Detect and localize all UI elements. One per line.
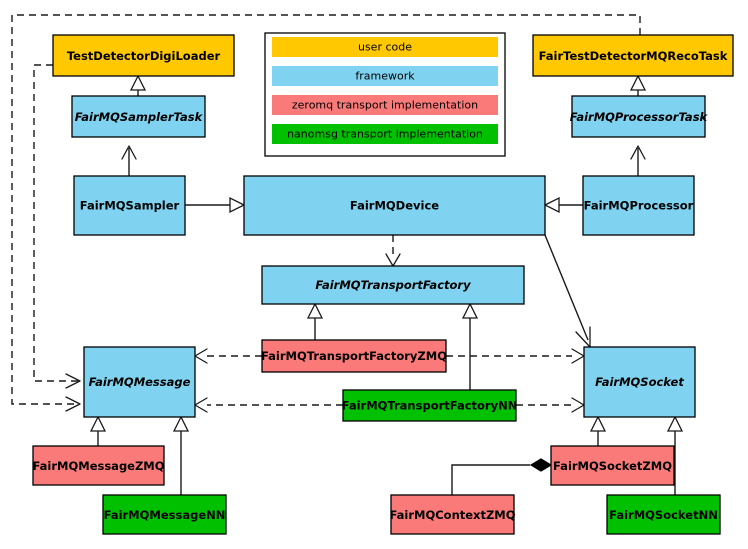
node-fairmqsamplertask[interactable]: FairMQSamplerTask	[71, 95, 206, 138]
node-label: FairMQSamplerTask	[75, 110, 204, 124]
legend-item-zeromq: zeromq transport implementation	[272, 95, 498, 115]
legend-swatch-nanomsg	[272, 124, 498, 144]
arrowhead-sampler-to-device	[229, 196, 246, 214]
arrowhead-messagezmq-to-message	[89, 415, 107, 432]
node-fairmqmessagenn[interactable]: FairMQMessageNN	[102, 494, 227, 535]
node-fairmqsocket[interactable]: FairMQSocket	[583, 346, 696, 418]
node-fairtestdetectormqrecotask[interactable]: FairTestDetectorMQRecoTask	[532, 34, 734, 77]
node-label: FairMQSocket	[595, 375, 684, 389]
arrowhead-digiloader-to-message	[65, 373, 81, 389]
node-label: FairMQMessage	[89, 375, 191, 389]
legend-swatch-zeromq	[272, 95, 498, 115]
legend-label-framework: framework	[355, 70, 415, 83]
node-fairmqsampler[interactable]: FairMQSampler	[73, 175, 186, 236]
arrowhead-recotask-to-message	[65, 396, 81, 412]
node-label: FairMQSocketZMQ	[553, 459, 672, 473]
node-label: FairMQMessageZMQ	[32, 459, 164, 473]
arrowhead-samplertask-to-digiloader	[129, 74, 147, 91]
node-box[interactable]	[606, 494, 721, 535]
node-box[interactable]	[83, 346, 196, 418]
node-box[interactable]	[550, 445, 675, 486]
node-fairmqdevice[interactable]: FairMQDevice	[243, 175, 546, 236]
composition-diamond-socketzmq	[529, 458, 553, 472]
legend-swatch-user-code	[272, 37, 498, 57]
arrowhead-processor-to-processortask	[630, 145, 646, 160]
edge-socketzmq-to-contextzmq	[451, 464, 530, 495]
node-fairmqtransportfactoryzmq[interactable]: FairMQTransportFactoryZMQ	[261, 339, 447, 373]
node-box[interactable]	[582, 175, 695, 236]
node-testdetectordigiloader[interactable]: TestDetectorDigiLoader	[52, 34, 235, 77]
edge-recotask-to-message	[11, 14, 641, 405]
node-label: FairMQTransportFactory	[315, 278, 471, 292]
node-label: FairMQProcessor	[584, 199, 694, 213]
edge-group-long-dependencies	[11, 14, 641, 412]
node-label: FairMQSocketNN	[609, 508, 718, 522]
edge-device-to-socket	[544, 234, 589, 341]
arrowhead-processortask-to-recotask	[629, 74, 647, 91]
node-box[interactable]	[32, 445, 165, 486]
legend-item-framework: framework	[272, 66, 498, 86]
node-fairmqtransportfactorynn[interactable]: FairMQTransportFactoryNN	[342, 389, 518, 422]
node-box[interactable]	[571, 95, 706, 138]
node-box[interactable]	[261, 339, 447, 373]
arrowhead-factorynn-to-factory	[461, 302, 479, 319]
legend-item-nanomsg: nanomsg transport implementation	[272, 124, 498, 144]
arrowhead-socketzmq-to-socket	[589, 415, 607, 432]
node-fairmqprocessor[interactable]: FairMQProcessor	[582, 175, 695, 236]
node-box[interactable]	[583, 346, 696, 418]
node-fairmqcontextzmq[interactable]: FairMQContextZMQ	[389, 494, 516, 535]
node-label: FairMQContextZMQ	[389, 508, 515, 522]
node-fairmqmessage[interactable]: FairMQMessage	[83, 346, 196, 418]
node-fairmqsocketzmq[interactable]: FairMQSocketZMQ	[550, 445, 675, 486]
node-fairmqmessagezmq[interactable]: FairMQMessageZMQ	[32, 445, 165, 486]
arrowhead-factoryzmq-to-factory	[306, 302, 324, 319]
node-label: TestDetectorDigiLoader	[67, 49, 221, 63]
legend-item-user-code: user code	[272, 37, 498, 57]
arrowhead-socketnn-to-socket	[666, 415, 684, 432]
node-box[interactable]	[390, 494, 515, 535]
node-box[interactable]	[532, 34, 734, 77]
node-box[interactable]	[243, 175, 546, 236]
node-box[interactable]	[71, 95, 206, 138]
node-box[interactable]	[52, 34, 235, 77]
arrowhead-sampler-to-samplertask	[121, 145, 137, 160]
arrowhead-processor-to-device	[543, 196, 560, 214]
node-group: TestDetectorDigiLoader FairMQSamplerTask…	[32, 34, 734, 535]
node-label: FairMQTransportFactoryZMQ	[261, 349, 447, 363]
node-fairmqtransportfactory[interactable]: FairMQTransportFactory	[261, 265, 525, 305]
node-box[interactable]	[73, 175, 186, 236]
node-label: FairMQProcessorTask	[570, 110, 709, 124]
arrowhead-messagenn-to-message	[172, 415, 190, 432]
legend: user code framework zeromq transport imp…	[264, 32, 506, 157]
legend-label-zeromq: zeromq transport implementation	[292, 99, 478, 112]
node-box[interactable]	[102, 494, 227, 535]
legend-label-nanomsg: nanomsg transport implementation	[287, 128, 483, 141]
legend-label-user-code: user code	[358, 41, 412, 54]
node-box[interactable]	[261, 265, 525, 305]
node-box[interactable]	[342, 389, 517, 422]
node-label: FairMQMessageNN	[104, 508, 226, 522]
node-label: FairMQTransportFactoryNN	[342, 399, 518, 413]
node-label: FairMQSampler	[80, 199, 180, 213]
node-fairmqsocketnn[interactable]: FairMQSocketNN	[606, 494, 721, 535]
legend-swatch-framework	[272, 66, 498, 86]
node-label: FairTestDetectorMQRecoTask	[539, 49, 728, 63]
edge-group-hierarchy	[89, 74, 684, 495]
node-fairmqprocessortask[interactable]: FairMQProcessorTask	[570, 95, 709, 138]
node-label: FairMQDevice	[350, 199, 439, 213]
